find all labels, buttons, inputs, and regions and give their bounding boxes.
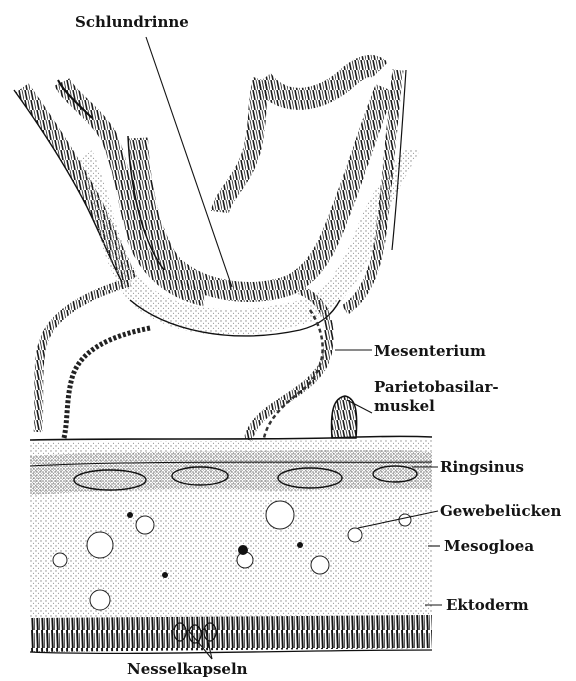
label-mesogloea: Mesogloea — [444, 537, 534, 555]
body-wall — [30, 436, 432, 653]
label-schlundrinne: Schlundrinne — [75, 13, 189, 31]
label-nesselkapseln: Nesselkapseln — [127, 660, 248, 678]
label-mesenterium: Mesenterium — [374, 342, 486, 360]
label-gewebeluecken: Gewebelücken — [440, 502, 562, 520]
label-ektoderm: Ektoderm — [446, 596, 529, 614]
label-parietobasilar-line1: Parietobasilar- — [374, 378, 499, 396]
label-parietobasilar-line2: muskel — [374, 397, 435, 415]
label-ringsinus: Ringsinus — [440, 458, 524, 476]
pharynx-wall — [14, 66, 420, 336]
